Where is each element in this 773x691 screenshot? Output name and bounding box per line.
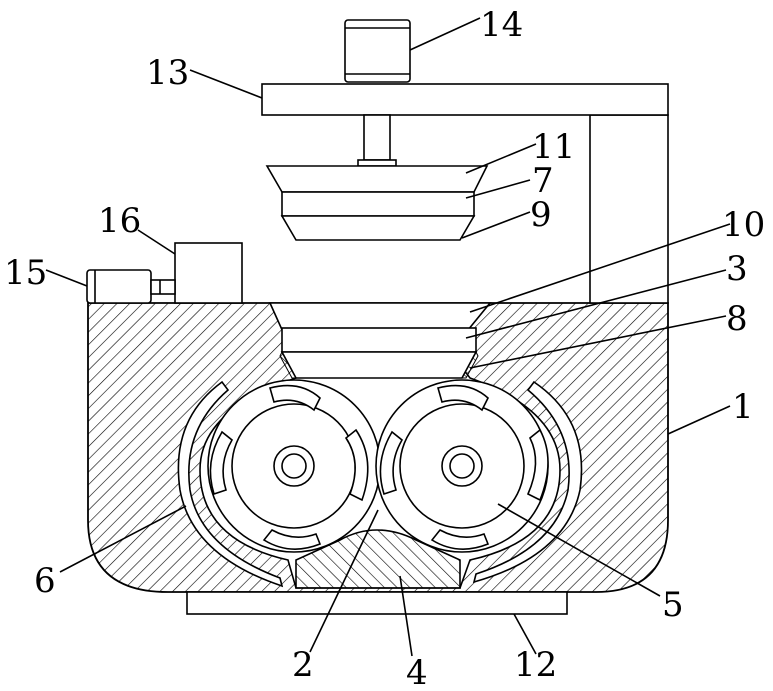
hopper [280,328,478,378]
label-13: 13 [146,53,189,93]
top-motor [345,20,410,82]
label-2: 2 [292,645,314,685]
label-4: 4 [406,653,428,691]
label-15: 15 [4,253,47,293]
side-motor-15 [87,270,175,303]
left-roller [208,380,380,552]
frame-column [590,115,668,303]
label-16: 16 [98,201,141,241]
right-roller [376,380,548,552]
base-plate [187,592,567,614]
label-5: 5 [662,585,684,625]
label-14: 14 [480,5,523,45]
label-9: 9 [530,195,552,235]
label-10: 10 [722,205,765,245]
label-1: 1 [732,387,754,427]
top-beam [262,84,668,115]
label-12: 12 [514,645,557,685]
label-8: 8 [726,299,748,339]
press-head [267,166,487,240]
label-3: 3 [726,249,748,289]
side-motor-16 [175,243,242,303]
label-6: 6 [34,561,56,601]
shaft [358,115,396,166]
